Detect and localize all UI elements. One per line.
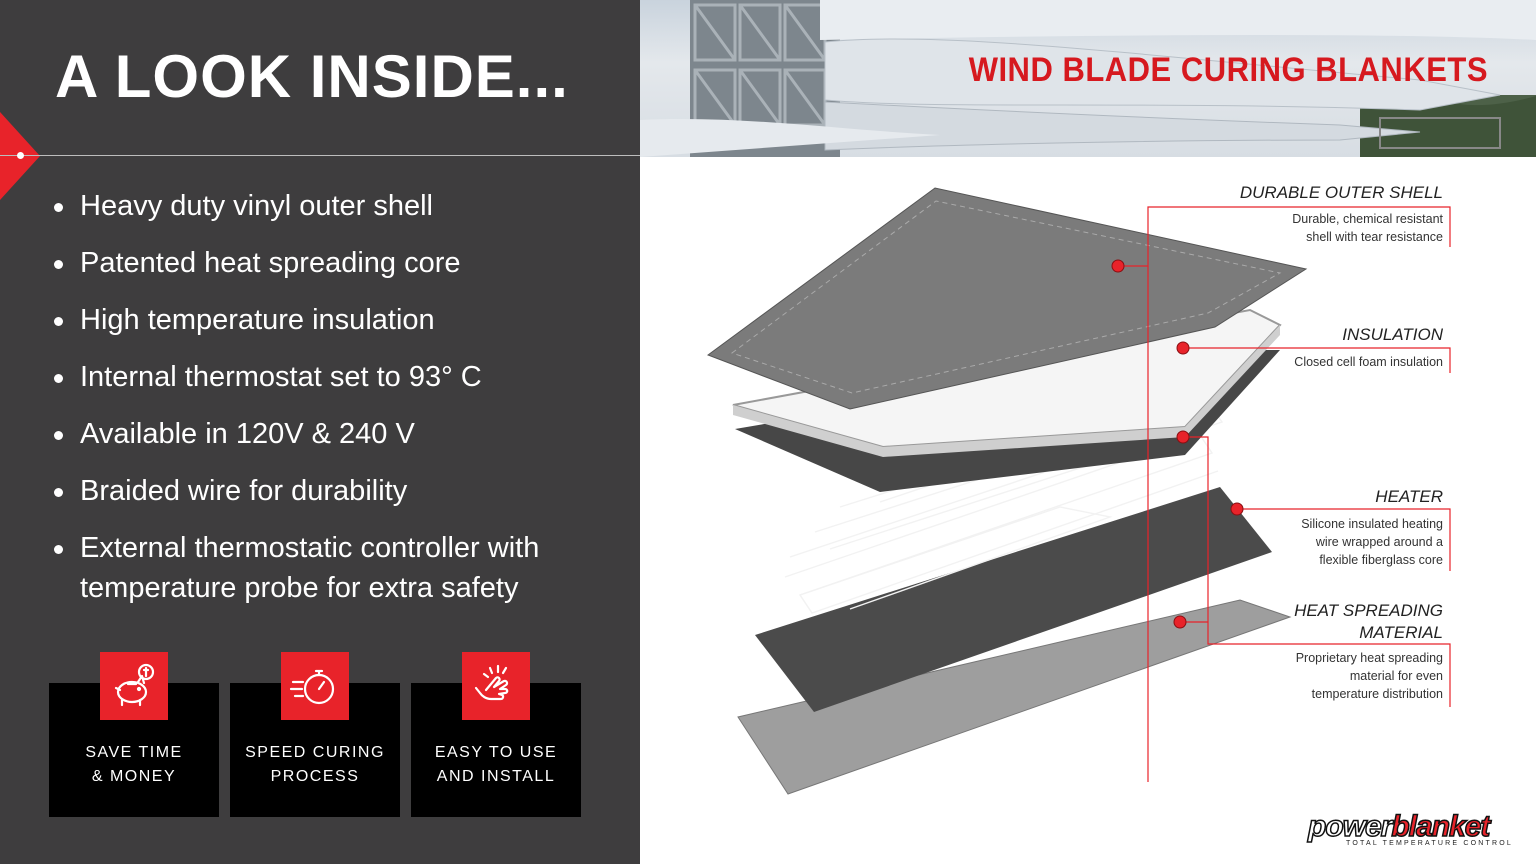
layer-heat-spreading-bottom	[738, 600, 1290, 794]
page-title: A LOOK INSIDE...	[55, 43, 569, 110]
powerblanket-logo: powerblanket TOTAL TEMPERATURE CONTROL	[1307, 809, 1518, 850]
callout-dot-insulation	[1176, 341, 1190, 355]
stopwatch-icon	[281, 652, 349, 720]
feature-item: Available in 120V & 240 V	[52, 414, 580, 454]
feature-list: Heavy duty vinyl outer shell Patented he…	[52, 186, 580, 625]
divider-dot	[17, 152, 24, 159]
card-label: SAVE TIME	[85, 744, 183, 761]
callout-dot-heater-backing	[1176, 430, 1190, 444]
logo-tagline: TOTAL TEMPERATURE CONTROL	[1346, 840, 1514, 847]
layer-desc-insulation: Closed cell foam insulation	[1294, 355, 1443, 369]
callout-dot-heater	[1230, 502, 1244, 516]
card-label: EASY TO USE	[434, 744, 558, 761]
feature-item: High temperature insulation	[52, 300, 580, 340]
callout-dot-spreading	[1173, 615, 1187, 629]
benefit-cards: SAVE TIME & MONEY SPEED CURING PROCESS	[49, 652, 589, 822]
wind-blade-photo: WIND BLADE CURING BLANKETS	[640, 0, 1536, 157]
layer-heading-shell: DURABLE OUTER SHELL	[1239, 183, 1443, 202]
layer-heater	[755, 487, 1272, 712]
layer-desc-heater: Silicone insulated heating wire wrapped …	[1301, 517, 1443, 567]
layer-heading-insulation: INSULATION	[1342, 325, 1443, 344]
divider-line	[0, 155, 640, 156]
card-label: PROCESS	[270, 768, 360, 785]
left-panel: A LOOK INSIDE... Heavy duty vinyl outer …	[0, 0, 640, 864]
layer-heading-heater: HEATER	[1375, 487, 1443, 506]
layer-desc-shell: Durable, chemical resistant shell with t…	[1292, 212, 1443, 244]
logo-text-blanket: blanket	[1391, 809, 1492, 844]
layer-outer-shell	[706, 187, 1308, 410]
card-label: & MONEY	[91, 768, 177, 785]
hand-click-icon	[462, 652, 530, 720]
callout-dot-shell	[1111, 259, 1125, 273]
layer-heading-spreading: HEAT SPREADING MATERIAL	[1294, 601, 1443, 642]
card-label: SPEED CURING	[245, 744, 385, 761]
feature-item: External thermostatic controller with te…	[52, 528, 580, 608]
card-label: AND INSTALL	[436, 768, 556, 785]
piggy-bank-icon	[100, 652, 168, 720]
layer-desc-spreading: Proprietary heat spreading material for …	[1295, 651, 1443, 701]
feature-item: Heavy duty vinyl outer shell	[52, 186, 580, 226]
feature-item: Patented heat spreading core	[52, 243, 580, 283]
logo-text-power: power	[1307, 809, 1393, 844]
photo-title: WIND BLADE CURING BLANKETS	[968, 50, 1488, 89]
feature-item: Braided wire for durability	[52, 471, 580, 511]
feature-item: Internal thermostat set to 93° C	[52, 357, 580, 397]
blanket-layer-diagram: DURABLE OUTER SHELL Durable, chemical re…	[640, 157, 1536, 864]
